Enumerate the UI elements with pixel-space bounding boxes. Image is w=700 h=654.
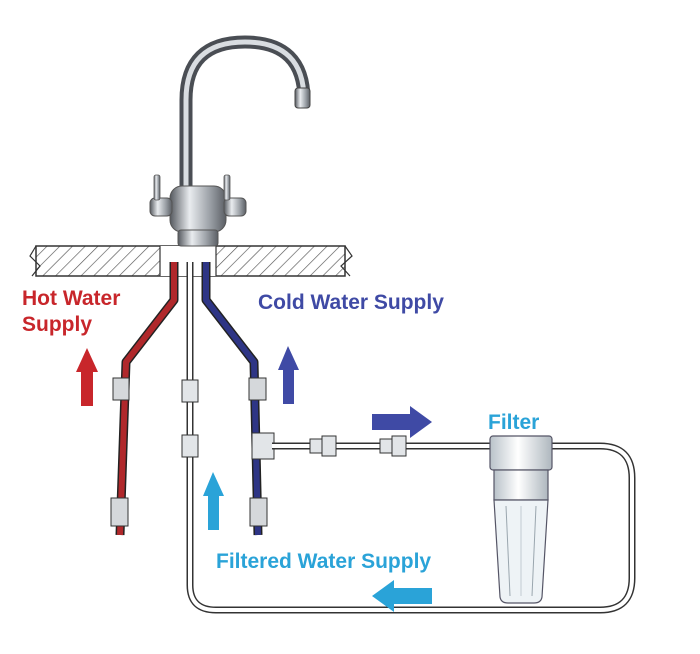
hot-water-pipe (110, 262, 179, 536)
cold-water-label: Cold Water Supply (258, 291, 444, 314)
cold-to-filter-arrow-icon (372, 406, 432, 438)
hot-water-label-line2: Supply (22, 313, 93, 336)
filter-feed-pipe (272, 435, 492, 457)
hot-flow-arrow-icon (76, 348, 98, 406)
cold-water-pipe (201, 262, 275, 536)
hot-water-label-line1: Hot Water (22, 287, 121, 310)
hot-water-label: Hot Water Supply (22, 286, 120, 338)
cold-flow-arrow-icon (278, 346, 299, 404)
filtered-water-label: Filtered Water Supply (216, 550, 432, 573)
filter-label: Filter (488, 411, 540, 434)
filtered-up-arrow-icon (203, 472, 224, 530)
mixer-tap-icon (149, 35, 311, 247)
filtered-return-arrow-icon (372, 580, 432, 612)
water-filter-icon (489, 435, 553, 604)
filtered-water-pipe (181, 262, 636, 614)
